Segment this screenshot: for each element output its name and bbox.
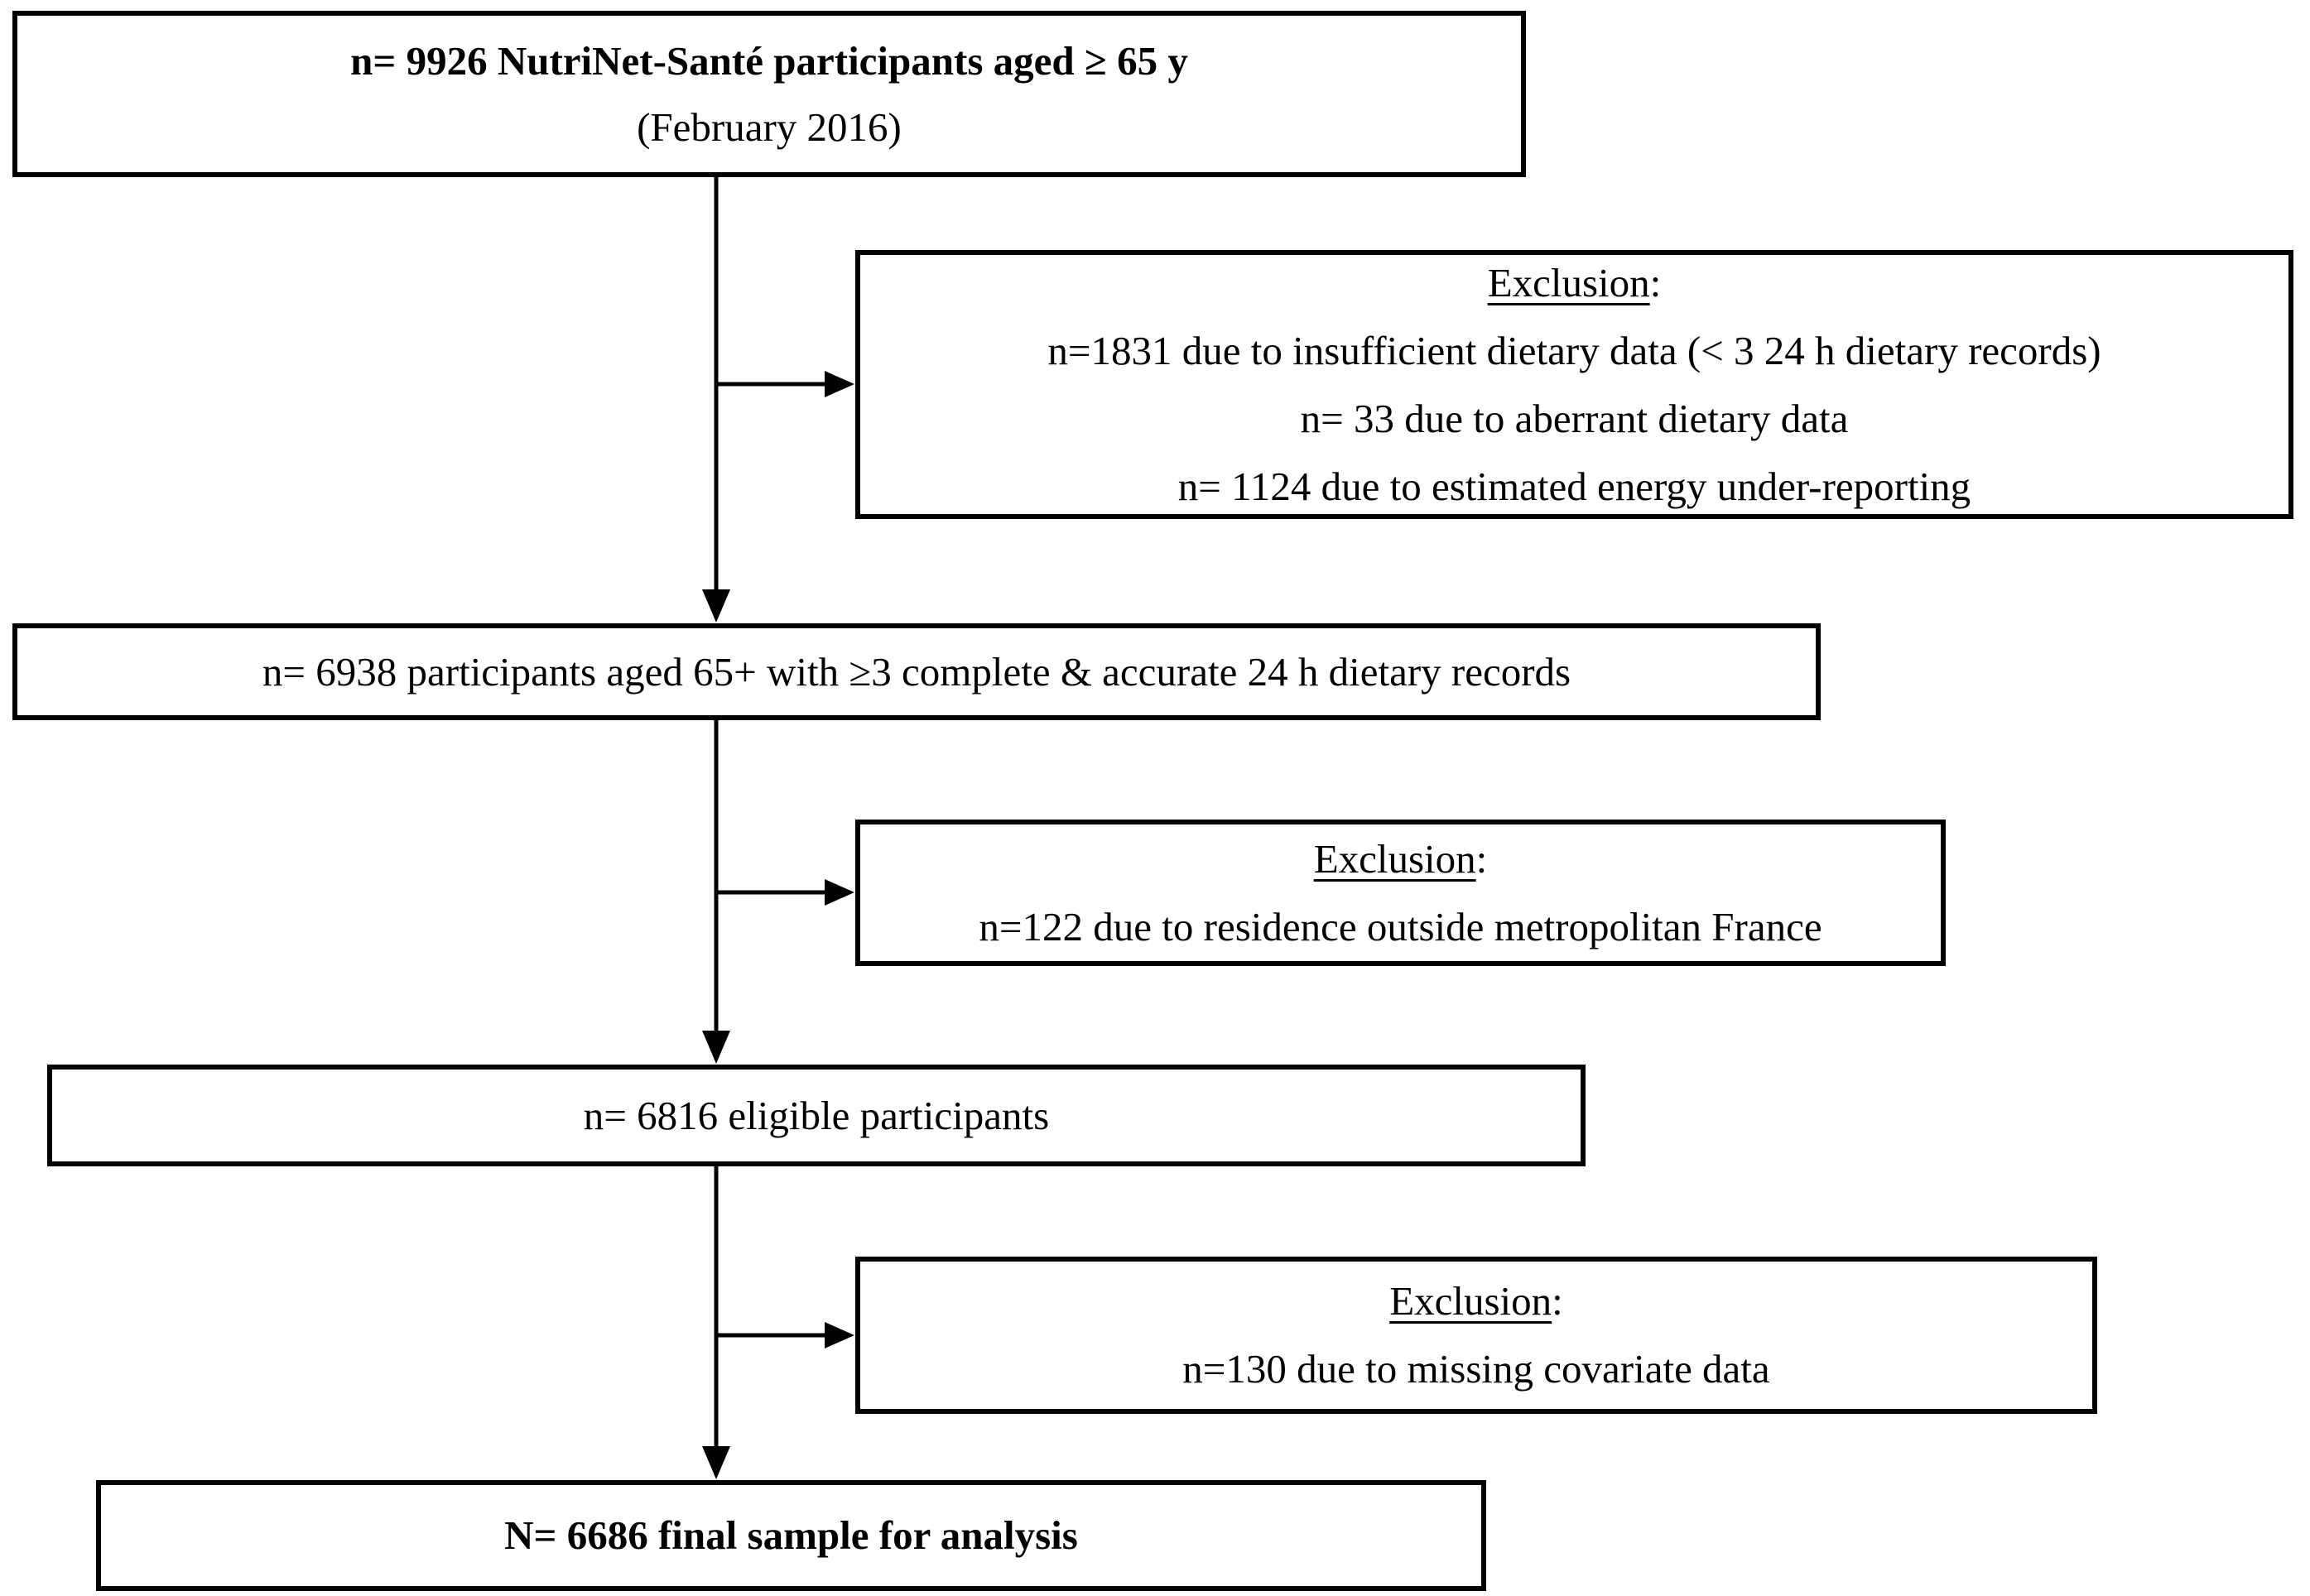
box-enrollment: n= 9926 NutriNet-Santé participants aged… [12,11,1526,177]
arrowhead-right-exclusion1 [825,371,854,397]
arrowhead-down-final [702,1446,730,1479]
exclusion-1-item-under-reporting: n= 1124 due to estimated energy under-re… [1177,463,1971,509]
exclusion-1-heading-colon: : [1649,259,1662,305]
arrowhead-right-exclusion3 [825,1322,854,1348]
exclusion-3-item-missing-covariate: n=130 due to missing covariate data [1182,1346,1770,1392]
exclusion-1-item-aberrant-data: n= 33 due to aberrant dietary data [1300,395,1849,441]
enrollment-date-text: (February 2016) [637,103,902,150]
eligible-participants-text: n= 6816 eligible participants [583,1092,1050,1138]
arrowhead-down-eligible [702,1031,730,1064]
arrowhead-down-dietary [702,589,730,623]
box-exclusion-2: Exclusion: n=122 due to residence outsid… [855,820,1946,966]
exclusion-3-heading-line: Exclusion: [1389,1267,1563,1335]
dietary-records-text: n= 6938 participants aged 65+ with ≥3 co… [262,648,1571,695]
exclusion-3-heading: Exclusion [1389,1278,1552,1324]
box-exclusion-1: Exclusion: n=1831 due to insufficient di… [855,250,2293,519]
exclusion-2-heading-colon: : [1475,835,1488,882]
exclusion-1-heading-line: Exclusion: [1488,249,1662,317]
exclusion-2-heading-line: Exclusion: [1314,825,1488,893]
enrollment-population-text: n= 9926 NutriNet-Santé participants aged… [350,37,1188,84]
final-sample-text: N= 6686 final sample for analysis [504,1512,1078,1558]
exclusion-2-heading: Exclusion [1313,835,1476,882]
box-eligible-participants: n= 6816 eligible participants [47,1065,1586,1166]
exclusion-2-item-residence: n=122 due to residence outside metropoli… [979,903,1822,949]
box-dietary-records: n= 6938 participants aged 65+ with ≥3 co… [12,623,1821,720]
exclusion-3-heading-colon: : [1552,1278,1563,1324]
box-exclusion-3: Exclusion: n=130 due to missing covariat… [855,1257,2097,1414]
exclusion-1-heading: Exclusion [1487,259,1650,305]
box-final-sample: N= 6686 final sample for analysis [96,1480,1486,1591]
arrowhead-right-exclusion2 [825,879,854,906]
exclusion-1-item-insufficient-data: n=1831 due to insufficient dietary data … [1047,327,2101,373]
